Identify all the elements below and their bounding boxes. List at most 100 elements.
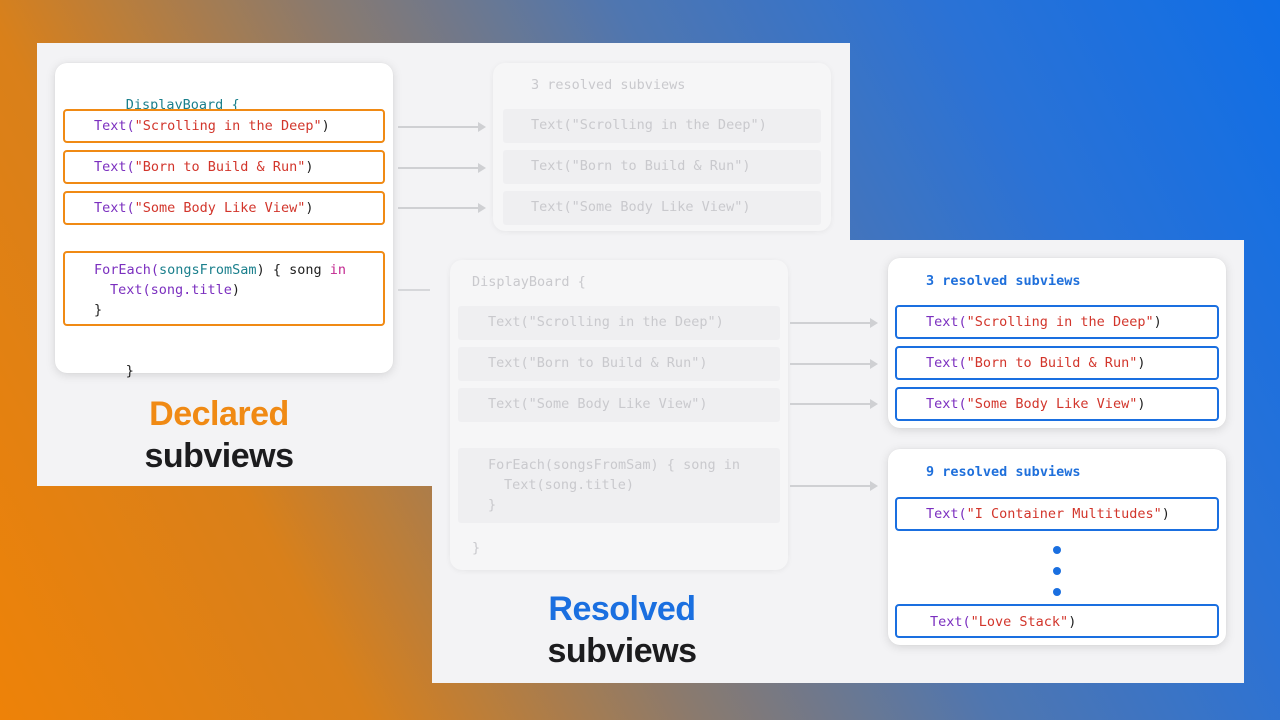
- resolved-panel: DisplayBoard { Text("Scrolling in the De…: [432, 240, 1244, 683]
- resolved-group-2-card: 9 resolved subviews Text("I Container Mu…: [888, 449, 1226, 645]
- ghost-resolved-header: 3 resolved subviews: [531, 77, 686, 93]
- arrow: [790, 318, 878, 328]
- count: 9: [926, 464, 935, 480]
- resolved-text-item: Text("Born to Build & Run"): [895, 346, 1219, 380]
- string: "Some Body Like View": [966, 396, 1138, 412]
- code-line: Text("Love Stack"): [930, 612, 1076, 632]
- brace: }: [94, 302, 103, 318]
- ellipsis-dot: [1053, 546, 1061, 554]
- declared-code-card: DisplayBoard { Text("Scrolling in the De…: [55, 63, 393, 379]
- ghost-declared-foreach: ForEach(songsFromSam) { song in Text(son…: [458, 448, 780, 523]
- declared-text-item: Text("Some Body Like View"): [63, 191, 385, 225]
- ghost-text: Text("Some Body Like View"): [488, 396, 708, 412]
- ghost-resolved-item: Text("Some Body Like View"): [503, 191, 821, 225]
- declared-text-item: Text("Born to Build & Run"): [63, 150, 385, 184]
- ghost-text: Text("Scrolling in the Deep"): [531, 117, 767, 133]
- arrow: [398, 203, 486, 213]
- ghost-declared-item: Text("Some Body Like View"): [458, 388, 780, 422]
- rest: ) { song: [256, 262, 330, 278]
- caption-rest: subviews: [547, 632, 697, 670]
- fn: Text(song.: [110, 282, 192, 298]
- resolved-text-item: Text("Some Body Like View"): [895, 387, 1219, 421]
- ghost-text: }: [488, 497, 497, 513]
- arrow: [398, 122, 486, 132]
- arrow: [790, 481, 878, 491]
- ghost-declared-header: DisplayBoard {: [472, 274, 586, 290]
- ghost-declared-item: Text("Scrolling in the Deep"): [458, 306, 780, 340]
- label: resolved subviews: [942, 464, 1081, 480]
- paren: ): [305, 159, 314, 175]
- code-line: Text("I Container Multitudes"): [926, 504, 1170, 524]
- resolved-text-item: Text("I Container Multitudes"): [895, 497, 1219, 531]
- ghost-declared-item: Text("Born to Build & Run"): [458, 347, 780, 381]
- string: "Born to Build & Run": [966, 355, 1138, 371]
- resolved-group-1-header: 3 resolved subviews: [926, 271, 1080, 291]
- code-line: Text("Born to Build & Run"): [926, 353, 1145, 373]
- caption-accent: Declared: [149, 395, 289, 433]
- paren: ): [1068, 614, 1077, 630]
- ghost-text: Text("Born to Build & Run"): [531, 158, 751, 174]
- paren: ): [1161, 506, 1170, 522]
- foreach-line-3: }: [94, 300, 102, 320]
- string: "Love Stack": [970, 614, 1069, 630]
- fn: Text(: [94, 159, 135, 175]
- fn: Text(: [94, 118, 135, 134]
- fn: Text(: [926, 355, 967, 371]
- resolved-text-item: Text("Love Stack"): [895, 604, 1219, 638]
- paren: ): [321, 118, 330, 134]
- brace: }: [125, 363, 134, 379]
- string: "Scrolling in the Deep": [134, 118, 322, 134]
- code-line: Text("Some Body Like View"): [94, 198, 313, 218]
- string: "Some Body Like View": [134, 200, 306, 216]
- fn: Text(: [94, 200, 135, 216]
- string: "Born to Build & Run": [134, 159, 306, 175]
- caption-accent: Resolved: [548, 590, 696, 628]
- code-line: Text("Born to Build & Run"): [94, 157, 313, 177]
- ghost-declared-footer: }: [472, 540, 481, 556]
- code-line: Text("Scrolling in the Deep"): [94, 116, 330, 136]
- fn: Text(: [926, 314, 967, 330]
- declared-foreach-item: ForEach(songsFromSam) { song in Text(son…: [63, 251, 385, 326]
- paren: ): [305, 200, 314, 216]
- resolved-caption: Resolved subviews: [520, 588, 724, 672]
- fn: Text(: [926, 396, 967, 412]
- ghost-resolved-item: Text("Scrolling in the Deep"): [503, 109, 821, 143]
- ghost-text: ForEach(songsFromSam) { song in: [488, 457, 740, 473]
- ghost-text: Text("Born to Build & Run"): [488, 355, 708, 371]
- prop: title: [191, 282, 232, 298]
- fn: Text(: [930, 614, 971, 630]
- paren: ): [1153, 314, 1162, 330]
- resolved-group-1-card: 3 resolved subviews Text("Scrolling in t…: [888, 258, 1226, 428]
- declared-caption: Declared subviews: [125, 393, 313, 477]
- foreach-line-1: ForEach(songsFromSam) { song in: [94, 260, 346, 280]
- count: 3: [926, 273, 935, 289]
- ellipsis-dot: [1053, 588, 1061, 596]
- arrow: [790, 399, 878, 409]
- ghost-text: Text(song.title): [504, 477, 635, 493]
- declared-text-item: Text("Scrolling in the Deep"): [63, 109, 385, 143]
- foreach-line-2: Text(song.title): [110, 280, 240, 300]
- ghost-resolved-item: Text("Born to Build & Run"): [503, 150, 821, 184]
- fn: ForEach(: [94, 262, 160, 278]
- ghost-text: Text("Scrolling in the Deep"): [488, 314, 724, 330]
- string: "Scrolling in the Deep": [966, 314, 1154, 330]
- code-line: Text("Scrolling in the Deep"): [926, 312, 1162, 332]
- keyword: in: [329, 262, 346, 278]
- arrow: [398, 163, 486, 173]
- paren: ): [1137, 396, 1146, 412]
- paren: ): [1137, 355, 1146, 371]
- label: resolved subviews: [942, 273, 1081, 289]
- caption-rest: subviews: [144, 437, 294, 475]
- fn: Text(: [926, 506, 967, 522]
- ghost-text: Text("Some Body Like View"): [531, 199, 751, 215]
- ghost-declared-card: DisplayBoard { Text("Scrolling in the De…: [450, 260, 788, 570]
- resolved-text-item: Text("Scrolling in the Deep"): [895, 305, 1219, 339]
- string: "I Container Multitudes": [966, 506, 1162, 522]
- ellipsis-dot: [1053, 567, 1061, 575]
- arg: songsFromSam: [159, 262, 257, 278]
- arrow: [790, 359, 878, 369]
- paren: ): [231, 282, 241, 298]
- connector-line: [398, 289, 430, 291]
- code-line: Text("Some Body Like View"): [926, 394, 1145, 414]
- declared-footer: }: [77, 341, 134, 401]
